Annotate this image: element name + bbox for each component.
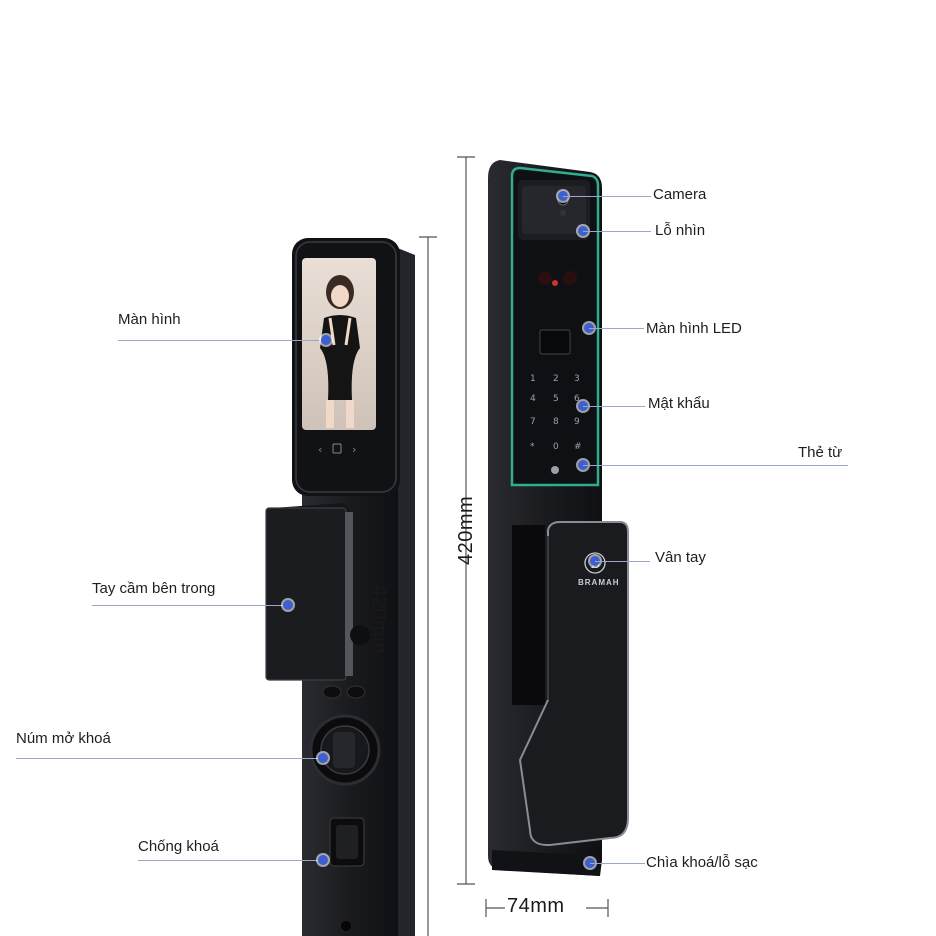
label-led-screen: Màn hình LED bbox=[646, 320, 742, 337]
svg-text:2: 2 bbox=[553, 374, 559, 384]
marker-unlock-knob bbox=[318, 753, 328, 763]
label-camera: Camera bbox=[653, 186, 707, 203]
marker-inner-handle bbox=[283, 600, 293, 610]
svg-text:6: 6 bbox=[574, 394, 580, 404]
svg-text:›: › bbox=[352, 443, 356, 456]
leader-anti-lock bbox=[138, 860, 324, 861]
svg-text:7: 7 bbox=[530, 417, 536, 427]
svg-text:3: 3 bbox=[574, 374, 580, 384]
leader-camera bbox=[563, 196, 651, 197]
brand-logo-text: BRAMAH bbox=[578, 578, 620, 587]
svg-text:1: 1 bbox=[530, 374, 536, 384]
leader-unlock-knob bbox=[16, 758, 324, 759]
height-dimension-left: 420mm bbox=[368, 585, 390, 655]
svg-text:#: # bbox=[574, 442, 582, 452]
leader-password bbox=[583, 406, 645, 407]
marker-screen bbox=[321, 335, 331, 345]
leader-inner-handle bbox=[92, 605, 288, 606]
label-screen: Màn hình bbox=[118, 311, 181, 328]
label-fingerprint: Vân tay bbox=[655, 549, 706, 566]
leader-fingerprint bbox=[595, 561, 650, 562]
svg-text:‹: ‹ bbox=[318, 443, 322, 456]
label-anti-lock: Chống khoá bbox=[138, 838, 219, 855]
leader-peephole bbox=[583, 231, 651, 232]
label-password: Mật khẩu bbox=[648, 395, 710, 412]
label-inner-handle: Tay cầm bên trong bbox=[92, 580, 216, 597]
label-peephole: Lỗ nhìn bbox=[655, 222, 706, 239]
svg-text:0: 0 bbox=[553, 442, 559, 452]
dimension-lines bbox=[419, 156, 609, 936]
svg-text:*: * bbox=[530, 442, 535, 452]
svg-text:4: 4 bbox=[530, 394, 536, 404]
leader-screen bbox=[118, 340, 326, 341]
inner-lock-body: ‹ › bbox=[265, 238, 415, 936]
svg-text:8: 8 bbox=[553, 417, 559, 427]
width-dimension: 74mm bbox=[507, 895, 565, 917]
svg-text:5: 5 bbox=[553, 394, 559, 404]
svg-text:9: 9 bbox=[574, 417, 580, 427]
outer-lock-body: 123 456 789 *0# B bbox=[488, 160, 629, 876]
leader-led-screen bbox=[589, 328, 644, 329]
height-dimension-right: 420mm bbox=[455, 495, 477, 565]
label-key-charge: Chìa khoá/lỗ sạc bbox=[646, 854, 758, 871]
label-card: Thẻ từ bbox=[798, 444, 843, 461]
leader-card bbox=[583, 465, 848, 466]
leader-key-charge bbox=[590, 863, 645, 864]
label-unlock-knob: Núm mở khoá bbox=[16, 730, 111, 747]
marker-anti-lock bbox=[318, 855, 328, 865]
